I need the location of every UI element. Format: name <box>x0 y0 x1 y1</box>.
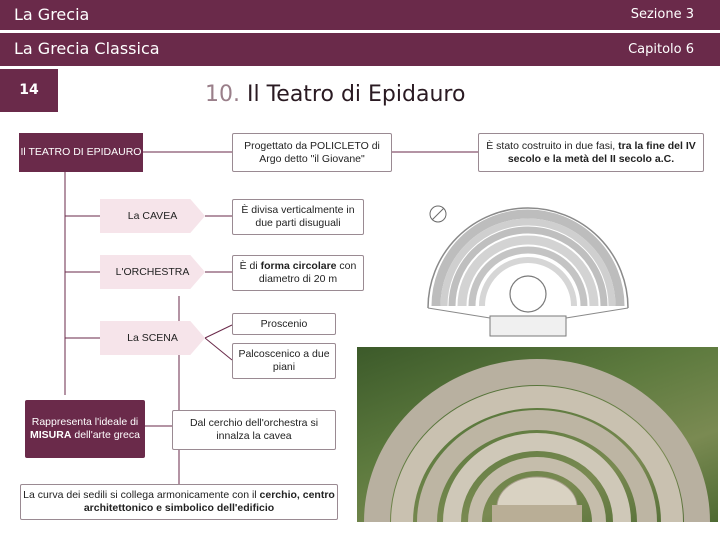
orchestra-desc-text-end: con diametro di 20 m <box>258 260 357 285</box>
box-ideale: Rappresenta l'ideale di MISURA dell'arte… <box>25 400 145 458</box>
box-cavea: La CAVEA <box>100 199 205 233</box>
page-title: 10. Il Teatro di Epidauro <box>205 82 465 107</box>
orchestra-desc-bold: forma circolare <box>260 260 337 272</box>
sub-header-bar: La Grecia Classica Capitolo 6 <box>0 33 720 66</box>
orchestra-desc-text: È di <box>239 260 261 272</box>
section-label: Sezione 3 <box>630 7 694 22</box>
box-scena: La SCENA <box>100 321 205 355</box>
theatre-photo-illustration <box>364 359 710 522</box>
chapter-label: Capitolo 6 <box>628 42 694 57</box>
unit-title: La Grecia Classica <box>14 39 160 58</box>
theatre-aerial-photo <box>357 347 718 522</box>
box-orchestra: L'ORCHESTRA <box>100 255 205 289</box>
box-orchestra-desc: È di forma circolare con diametro di 20 … <box>232 255 364 291</box>
box-curva: La curva dei sedili si collega armonicam… <box>20 484 338 520</box>
book-title: La Grecia <box>14 5 90 24</box>
box-costruito: È stato costruito in due fasi, tra la fi… <box>478 133 704 172</box>
curva-bold: cerchio, centro architettonico e simboli… <box>83 489 335 514</box>
costruito-text: È stato costruito in due fasi, <box>486 139 619 152</box>
page-number: 14 <box>0 69 58 112</box>
box-palcoscenico: Palcoscenico a due piani <box>232 343 336 379</box>
box-proscenio: Proscenio <box>232 313 336 335</box>
curva-text: La curva dei sedili si collega armonicam… <box>23 489 260 501</box>
ideale-text: Rappresenta l'ideale di <box>31 416 139 428</box>
box-progetto: Progettato da POLICLETO di Argo detto "i… <box>232 133 392 172</box>
ideale-text-end: dell'arte greca <box>71 429 140 441</box>
box-cavea-desc: È divisa verticalmente in due parti disu… <box>232 199 364 235</box>
ideale-bold: MISURA <box>30 429 72 441</box>
box-cerchio: Dal cerchio dell'orchestra si innalza la… <box>172 410 336 450</box>
title-number: 10. <box>205 82 240 107</box>
top-header-bar: La Grecia Sezione 3 <box>0 0 720 30</box>
box-teatro-epidauro: Il TEATRO DI EPIDAURO <box>19 133 143 172</box>
costruito-bold: tra la fine del IV secolo e la metà del … <box>507 139 696 165</box>
title-text: Il Teatro di Epidauro <box>240 82 466 107</box>
